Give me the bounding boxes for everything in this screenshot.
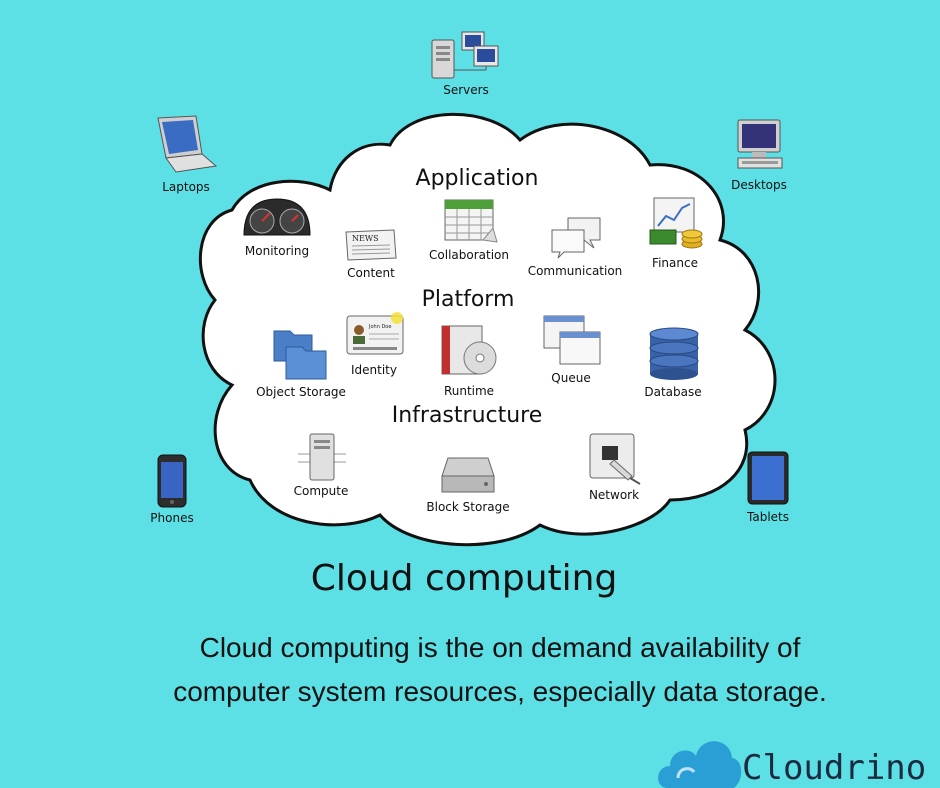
communication-label: Communication — [527, 264, 623, 278]
collaboration-label: Collaboration — [429, 248, 509, 262]
object-storage-label: Object Storage — [256, 385, 346, 399]
compute-server-icon — [298, 433, 346, 481]
servers-label: Servers — [443, 83, 489, 97]
tablet-icon — [747, 451, 789, 505]
database-label: Database — [644, 385, 702, 399]
description-line-1: Cloud computing is the on demand availab… — [199, 632, 801, 663]
runtime-disc-icon — [441, 325, 497, 375]
identity-label: Identity — [351, 363, 397, 377]
infrastructure-heading: Infrastructure — [391, 403, 543, 428]
content-label: Content — [347, 266, 395, 280]
hard-drive-icon — [441, 457, 495, 493]
finance-label: Finance — [652, 256, 698, 270]
database-icon — [649, 327, 699, 380]
network-label: Network — [588, 488, 640, 502]
block-storage-label: Block Storage — [426, 500, 510, 514]
diagram-title: Cloud computing — [310, 558, 618, 599]
folder-icon — [273, 330, 327, 380]
description: Cloud computing is the on demand availab… — [130, 626, 870, 714]
runtime-label: Runtime — [443, 384, 495, 398]
compute-label: Compute — [293, 484, 349, 498]
brand-cloud-logo — [658, 741, 742, 788]
id-card-name: John Doe — [368, 324, 391, 330]
id-card-icon: John Doe — [346, 312, 404, 355]
newspaper-masthead: NEWS — [352, 234, 379, 243]
monitoring-label: Monitoring — [244, 244, 310, 258]
communication-bubbles-icon — [551, 217, 601, 259]
platform-heading: Platform — [421, 287, 515, 312]
desktops-label: Desktops — [731, 178, 787, 192]
queue-label: Queue — [551, 371, 591, 385]
queue-windows-icon — [543, 315, 601, 365]
brand-name: Cloudrino — [742, 748, 927, 788]
phone-icon — [157, 454, 187, 508]
description-line-2: computer system resources, especially da… — [173, 676, 827, 707]
laptops-label: Laptops — [162, 180, 210, 194]
network-socket-icon — [589, 433, 641, 485]
newspaper-icon: NEWS — [345, 229, 397, 261]
phones-label: Phones — [150, 511, 194, 525]
application-heading: Application — [415, 166, 539, 191]
tablets-label: Tablets — [747, 510, 789, 524]
finance-chart-coins-icon — [649, 197, 703, 249]
laptop-icon — [157, 115, 218, 173]
monitoring-gauge-icon — [243, 198, 311, 236]
collaboration-calendar-icon — [444, 199, 498, 243]
desktop-icon — [737, 119, 783, 169]
servers-icon — [431, 31, 499, 79]
